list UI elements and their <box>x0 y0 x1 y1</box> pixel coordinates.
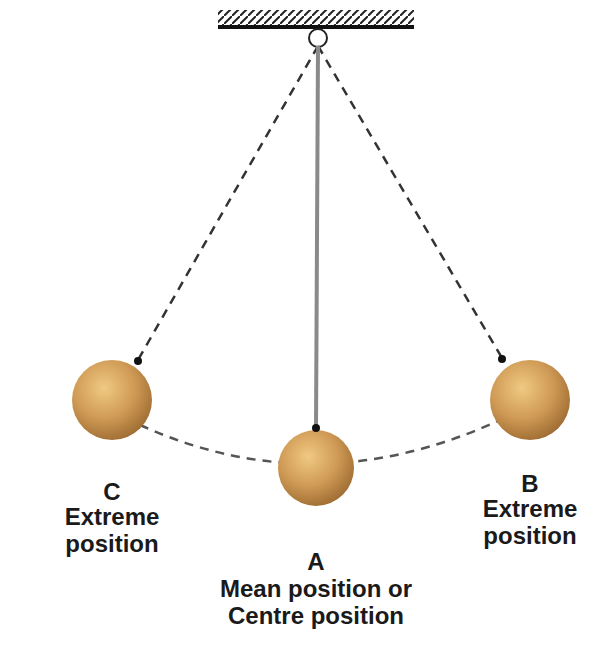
position-label: Extreme position <box>42 503 182 557</box>
string-mean <box>316 46 318 430</box>
position-label: Extreme position <box>460 495 600 549</box>
string-extreme-left <box>138 46 318 360</box>
string-knot <box>498 355 506 363</box>
position-label: Mean position or Centre position <box>211 575 421 629</box>
string-extreme-right <box>318 46 502 358</box>
bob-centre <box>278 430 354 506</box>
position-letter: A <box>286 548 346 575</box>
string-knot <box>134 357 142 365</box>
bob-right <box>490 360 570 440</box>
pivot-hook <box>309 29 327 47</box>
bob-left <box>72 360 152 440</box>
position-letter: C <box>82 478 142 505</box>
position-letter: B <box>500 470 560 497</box>
support-hatching <box>218 10 414 26</box>
string-knot <box>312 424 320 432</box>
